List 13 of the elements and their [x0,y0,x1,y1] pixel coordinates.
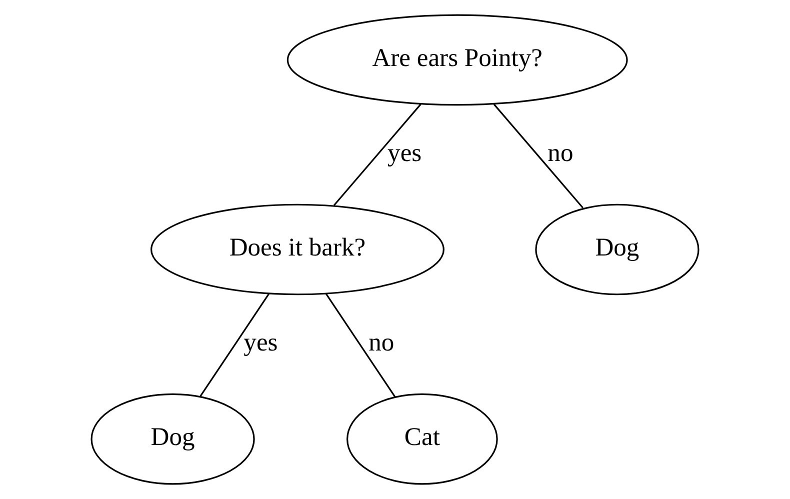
edge-label: no [548,138,574,167]
node-ellipse: Dog [535,204,700,296]
connector [325,293,396,398]
connector [333,104,422,206]
edge-label: yes [388,138,422,167]
connector [493,104,584,208]
node-ellipse: Does it bark? [150,204,444,296]
connector [200,293,270,397]
node-ellipse: Cat [346,393,498,485]
node-ellipse: Are ears Pointy? [286,14,628,106]
edge-label: no [368,327,394,356]
edge-label: yes [244,327,278,356]
node-ellipse: Dog [90,393,255,485]
